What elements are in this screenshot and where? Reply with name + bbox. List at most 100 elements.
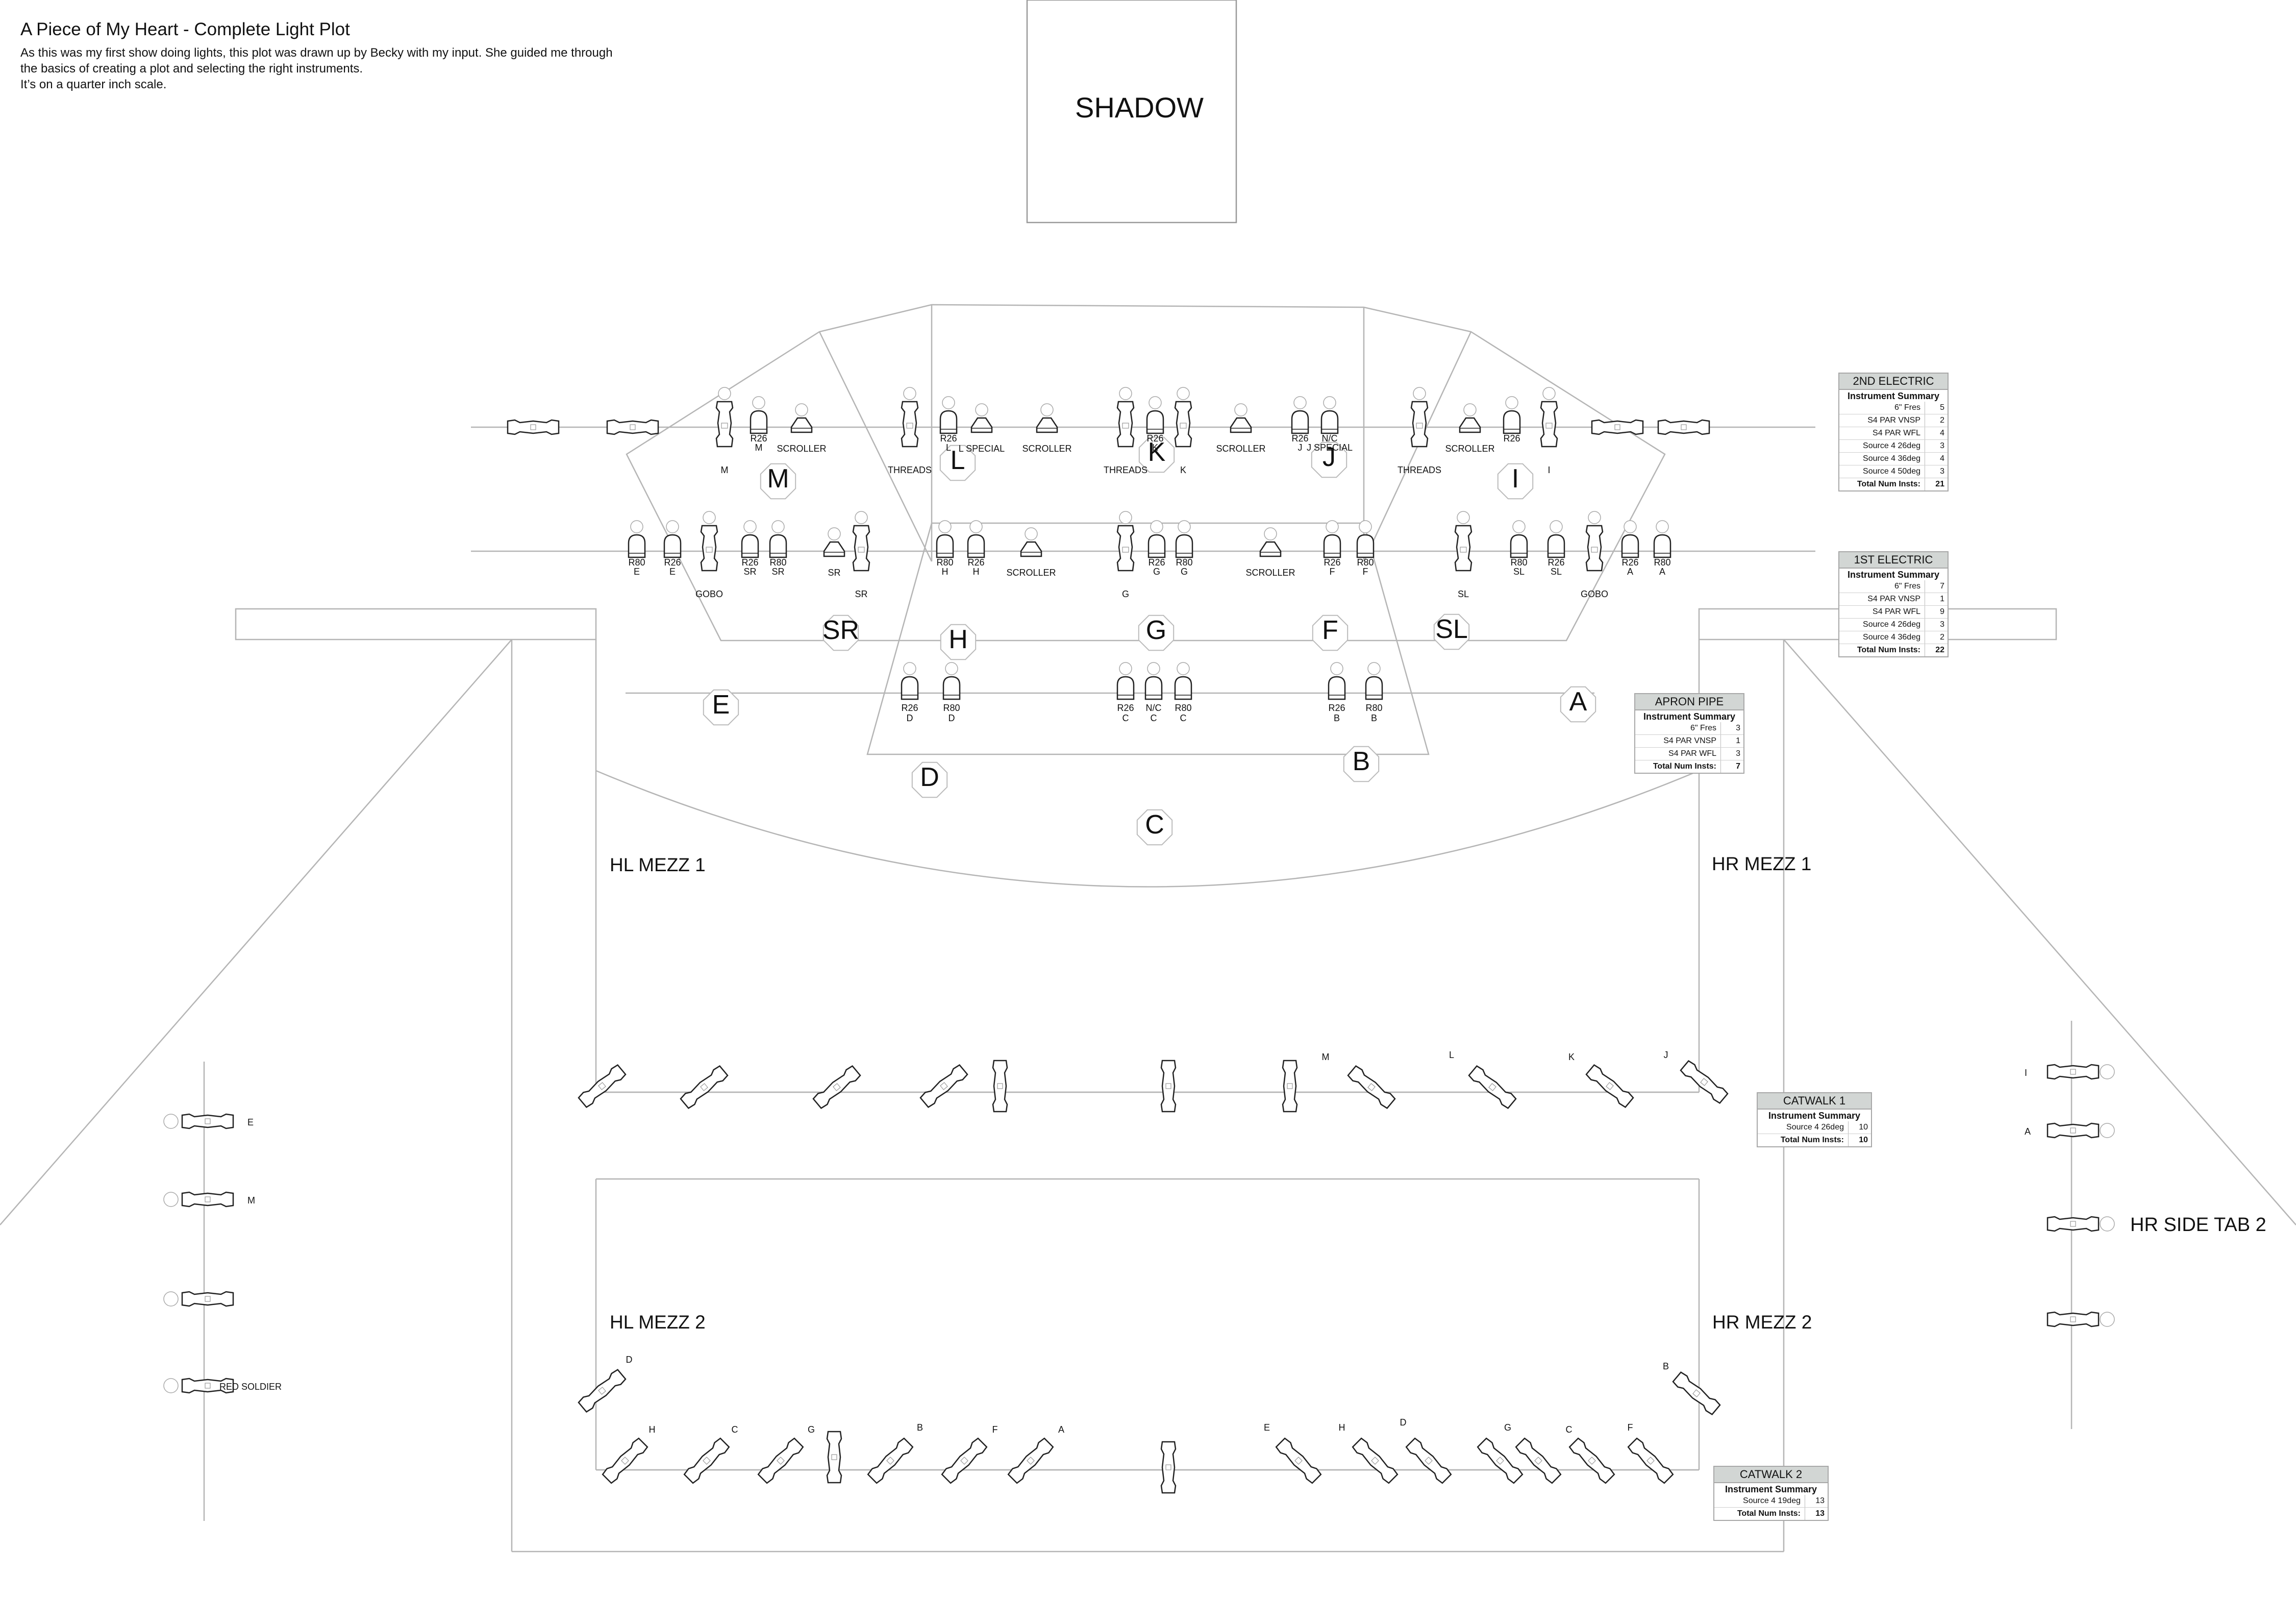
- fixture-color-label: R26: [1328, 703, 1345, 713]
- ellip-fixture: GOBO: [695, 510, 723, 599]
- fixture-focus-label: SCROLLER: [1022, 444, 1071, 454]
- plot-note-line-1: As this was my first show doing lights, …: [20, 46, 613, 60]
- area-label: D: [920, 763, 939, 792]
- summary-title: CATWALK 2: [1714, 1467, 1828, 1483]
- area-label: L: [951, 446, 965, 475]
- hr-mezz-1-label: HR MEZZ 1: [1712, 853, 1811, 874]
- total-row: Total Num Insts:21: [1839, 478, 1948, 490]
- fixture-focus-label: F: [1363, 567, 1368, 577]
- instrument-count: 3: [1925, 618, 1948, 631]
- catwalk-2-focus-label: E: [1264, 1422, 1270, 1433]
- area-i-circle: I: [1497, 463, 1534, 500]
- fres-fixture: SCROLLER: [1006, 527, 1056, 578]
- hr-mezz-2-label: HR MEZZ 2: [1712, 1312, 1812, 1333]
- catwalk-1-ellipsoidal-fixture: [1585, 1063, 1635, 1109]
- hr-side-tab-fixtures: IA: [2025, 1064, 2115, 1327]
- instrument-type: Source 4 50deg: [1839, 465, 1925, 478]
- catwalk-2-focus-label: C: [732, 1424, 738, 1435]
- par-fixture: N/CJ SPECIAL: [1307, 396, 1353, 453]
- fixture-color-label: R80: [1365, 703, 1382, 713]
- total-count: 22: [1925, 644, 1948, 656]
- fixture-focus-label: SR: [771, 567, 784, 577]
- fixture-color-label: R26: [1324, 557, 1340, 568]
- catwalk-2-ellipsoidal-fixture: [1351, 1437, 1399, 1485]
- instrument-count: 13: [1805, 1495, 1828, 1508]
- catwalk-1-ellipsoidal-fixture: [1160, 1060, 1177, 1113]
- plot-title: A Piece of My Heart - Complete Light Plo…: [20, 19, 350, 39]
- instrument-type: Source 4 19deg: [1714, 1495, 1805, 1508]
- first-electric-inner-outline: [866, 522, 1430, 755]
- fixture-focus-label: GOBO: [695, 589, 723, 599]
- fixture-focus-label: SR: [743, 567, 756, 577]
- catwalk-1-ellipsoidal-fixture: [1346, 1064, 1396, 1110]
- catwalk-2-focus-label: H: [1339, 1422, 1345, 1433]
- fixture-color-label: R26: [1146, 433, 1163, 444]
- total-label: Total Num Insts:: [1857, 646, 1920, 654]
- catwalk-2-ellipsoidal-fixture: [1160, 1441, 1177, 1494]
- fixture-color-label: R80: [1357, 557, 1374, 568]
- catwalk-2-ellipsoidal-fixture: [1476, 1437, 1524, 1485]
- fixture-focus-label: K: [1180, 465, 1186, 475]
- fixture-focus-label: GOBO: [1581, 589, 1608, 599]
- instrument-count: 2: [1925, 631, 1948, 644]
- ellip-fixture: G: [1116, 510, 1135, 599]
- fixture-color-label: N/C: [1322, 433, 1338, 444]
- fres-fixture: SR: [823, 527, 845, 578]
- instrument-count: 4: [1925, 452, 1948, 465]
- fixture-focus-label: SCROLLER: [1216, 444, 1265, 454]
- catwalk-2-focus-label: A: [1058, 1424, 1064, 1435]
- instrument-type: S4 PAR WFL: [1839, 427, 1925, 440]
- hr-side-fixture: A: [2025, 1122, 2115, 1139]
- fixture-focus-label: E: [669, 567, 676, 577]
- total-count: 21: [1925, 478, 1948, 490]
- hr-side-tab-2-label: HR SIDE TAB 2: [2130, 1214, 2266, 1236]
- shadow-box: [1026, 0, 1237, 224]
- catwalk-1-ellipsoidal-fixture: [1679, 1059, 1729, 1105]
- fixture-focus-label: D: [949, 713, 955, 723]
- catwalk-1-ellipsoidal-fixture: [577, 1063, 627, 1109]
- catwalk-2-ellipsoidal-fixture: [1405, 1437, 1453, 1485]
- ellip-fixture: SL: [1454, 510, 1473, 599]
- catwalk-2-ellipsoidal-fixture: [826, 1431, 842, 1484]
- fixture-focus-label: J SPECIAL: [1307, 442, 1353, 453]
- fixture-focus-label: SCROLLER: [1245, 568, 1295, 578]
- area-label: B: [1353, 747, 1370, 776]
- instrument-count: 9: [1925, 605, 1948, 619]
- summary-title: 2ND ELECTRIC: [1839, 374, 1948, 390]
- instrument-count: 7: [1925, 580, 1948, 593]
- summary-subtitle: Instrument Summary: [1847, 570, 1940, 580]
- area-l-circle: L: [939, 445, 976, 481]
- fixture-focus-label: A: [1659, 567, 1665, 577]
- hl-side-fixture: M: [163, 1191, 255, 1208]
- area-label: G: [1146, 616, 1166, 645]
- fixture-focus-label: D: [907, 713, 913, 723]
- fixture-focus-label: C: [1180, 713, 1187, 723]
- fixture-color-label: R26: [1621, 557, 1638, 568]
- fixture-focus-label: SCROLLER: [1445, 444, 1494, 454]
- instrument-type: 6" Fres: [1839, 402, 1925, 414]
- plot-note-line-3: It’s on a quarter inch scale.: [20, 78, 167, 91]
- catwalk-1-ellipsoidal-fixture: [992, 1060, 1008, 1113]
- fixture-color-label: R26: [1291, 433, 1308, 444]
- area-label: K: [1148, 437, 1166, 467]
- catwalk-2-ellipsoidal-fixture: [1627, 1437, 1675, 1485]
